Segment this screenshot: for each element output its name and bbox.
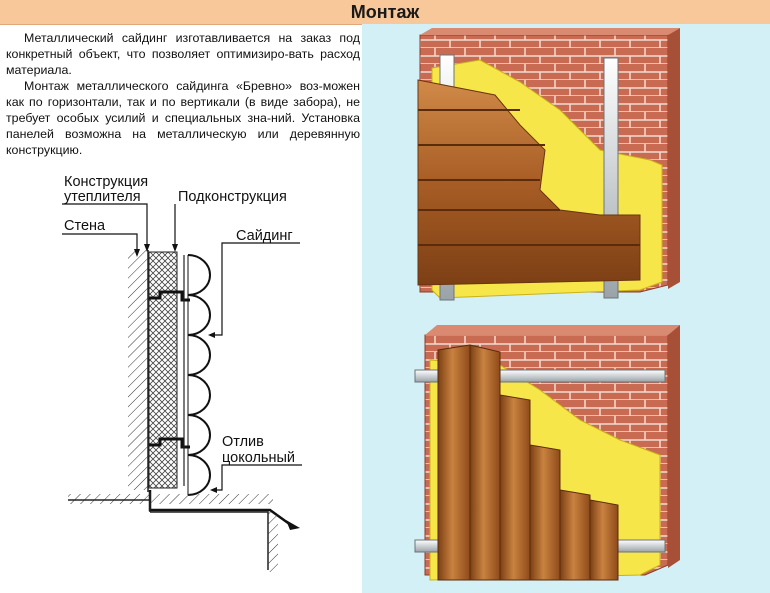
intro-paragraph-2: Монтаж металлического сайдинга «Бревно» …: [6, 79, 360, 157]
intro-text: Металлический сайдинг изготавливается на…: [6, 30, 360, 158]
label-wall: Стена: [64, 218, 106, 234]
label-insulation-1: Конструкция: [64, 174, 148, 190]
label-drip-1: Отлив: [222, 434, 264, 450]
label-substructure: Подконструкция: [178, 189, 287, 205]
wall-hatch: [128, 250, 148, 490]
bracket-top: [149, 290, 190, 302]
intro-paragraph-1: Металлический сайдинг изготавливается на…: [6, 31, 360, 77]
section-title: Монтаж: [350, 2, 420, 22]
bracket-bottom: [149, 437, 190, 449]
vertical-installation: [414, 325, 680, 581]
label-siding: Сайдинг: [236, 228, 293, 244]
label-insulation-2: утеплителя: [64, 189, 141, 205]
label-drip-2: цокольный: [222, 450, 295, 466]
horizontal-installation: [417, 28, 680, 301]
